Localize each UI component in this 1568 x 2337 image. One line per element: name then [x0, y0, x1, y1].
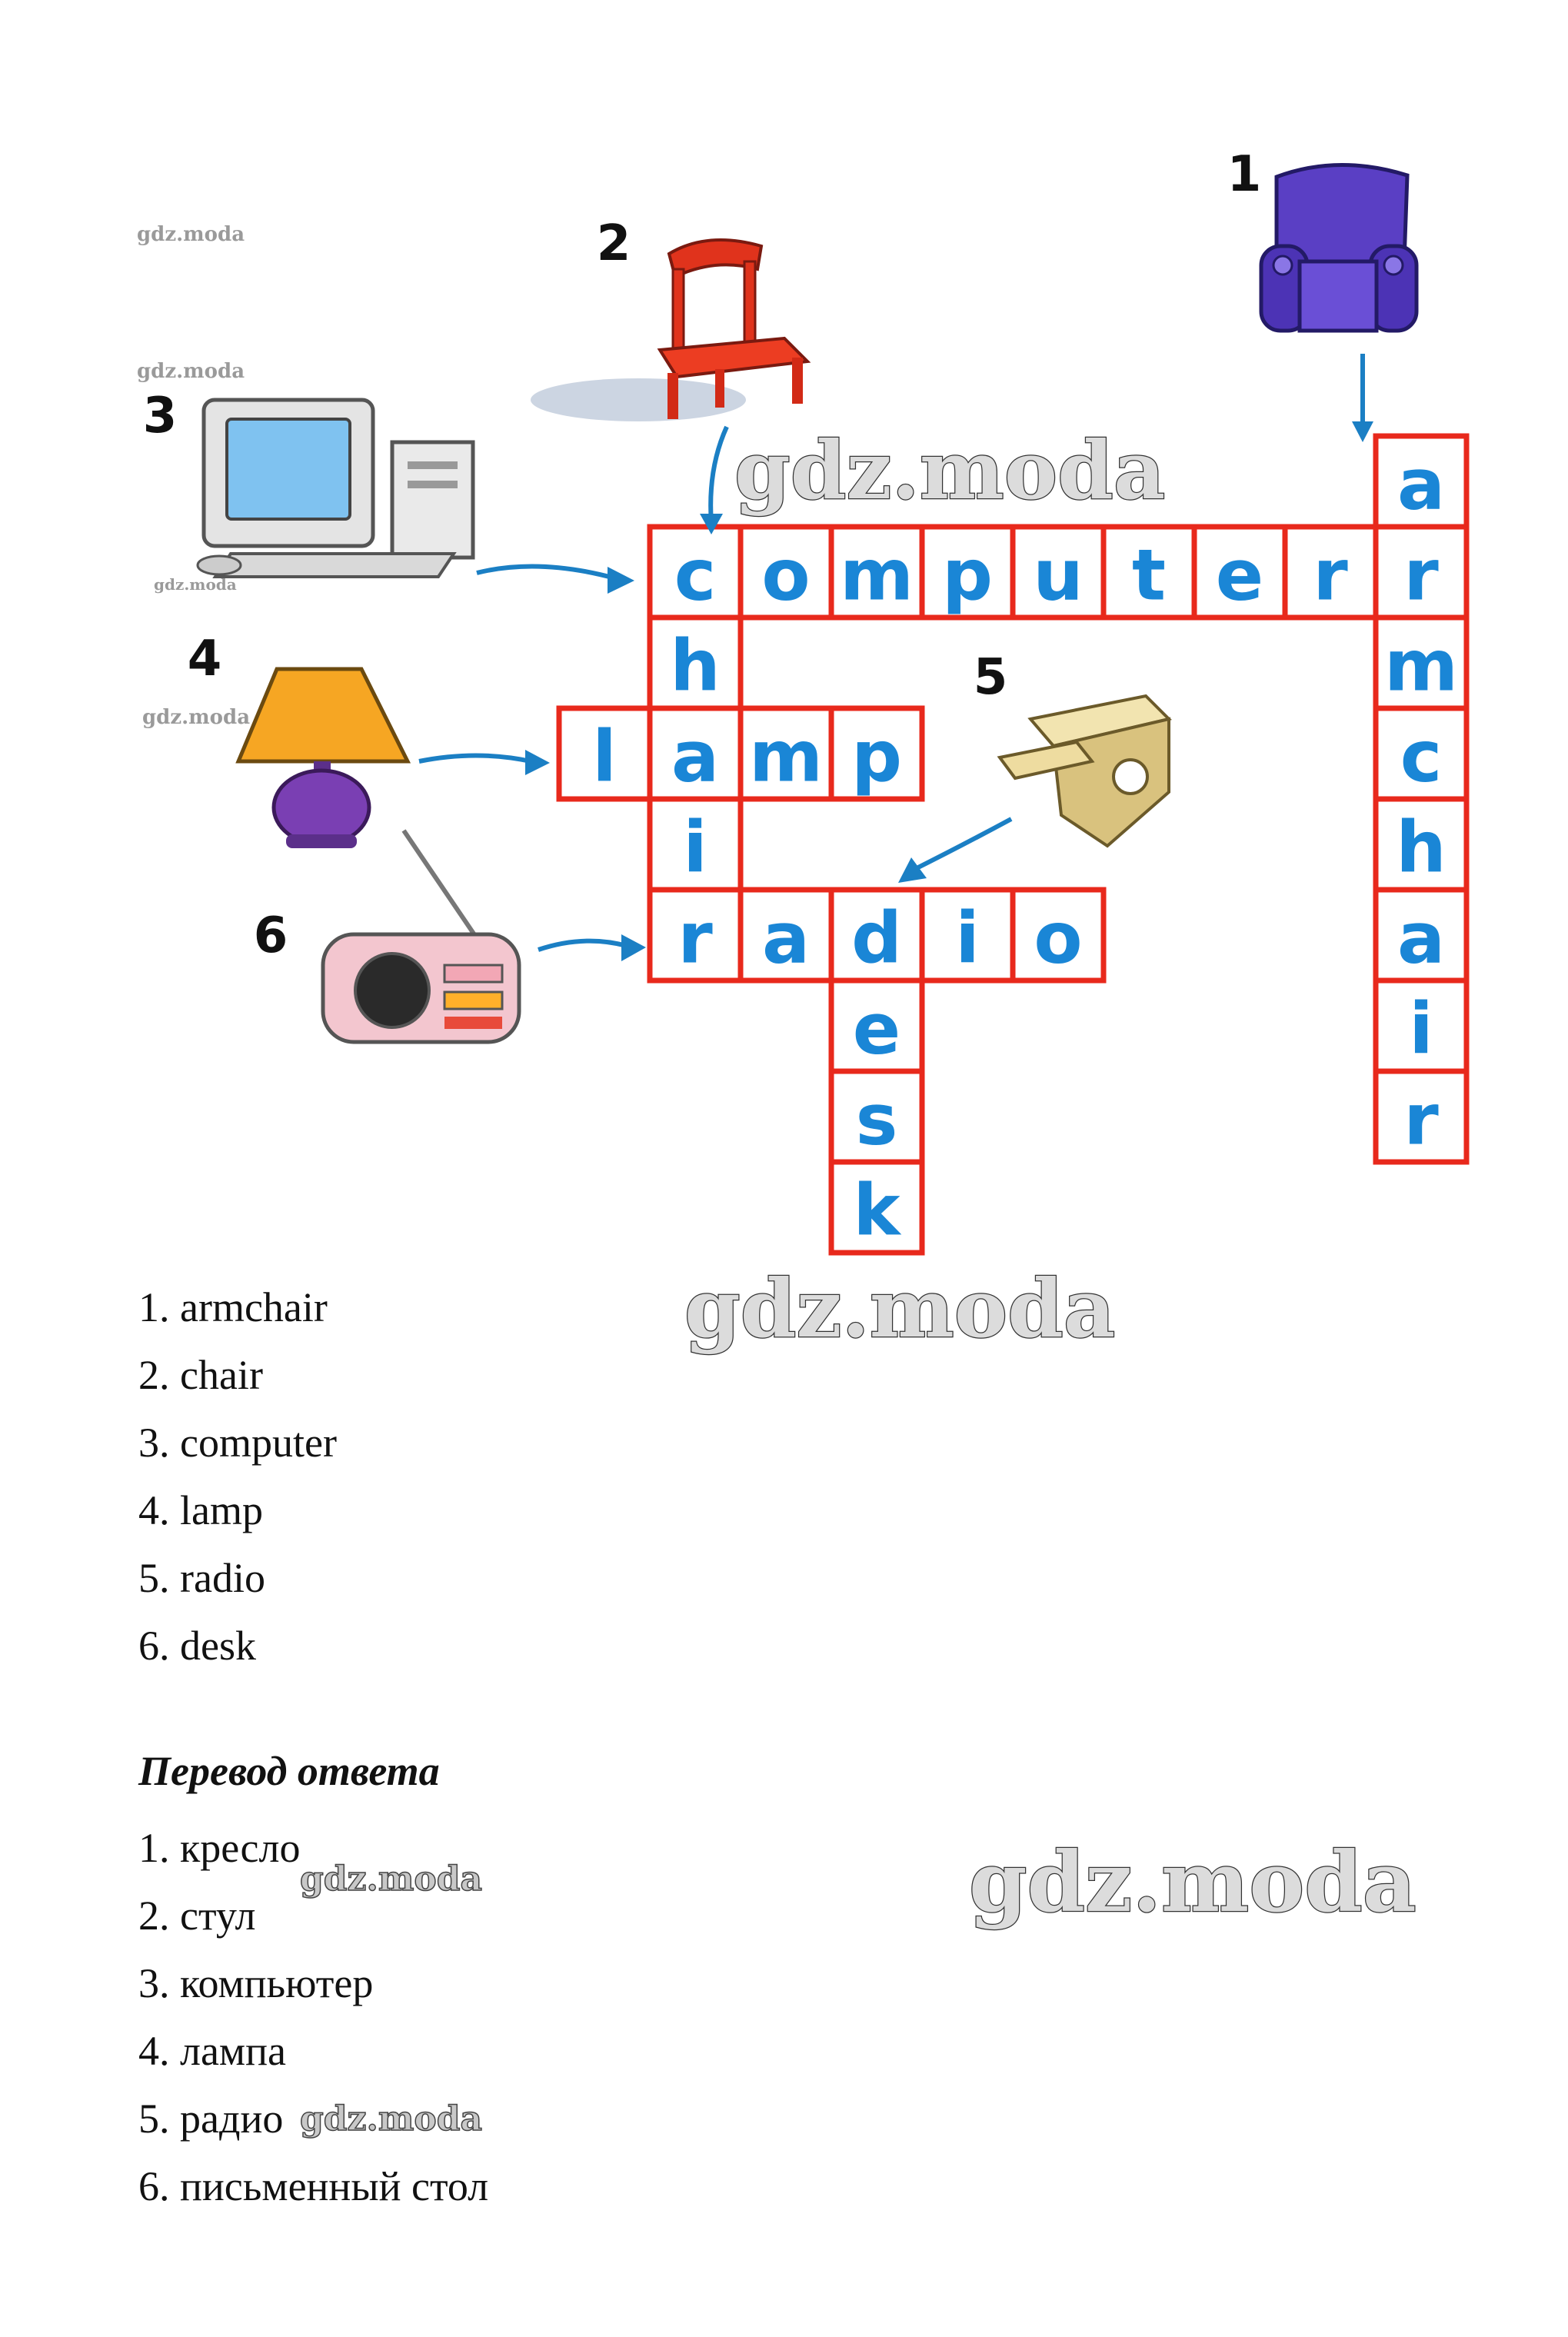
computer-picture: [196, 398, 475, 578]
watermark-small: gdz.moda: [137, 360, 245, 383]
crossword-cell: [828, 1159, 925, 1256]
crossword-letter: r: [1403, 1079, 1439, 1161]
crossword-letter: m: [1384, 625, 1458, 707]
svg-text:gdz.moda: gdz.moda: [684, 1261, 1115, 1356]
crossword-cell: [737, 524, 834, 621]
crossword-cell: [919, 524, 1016, 621]
clue-arrows: [418, 354, 1373, 961]
watermark-small: gdz.moda: [154, 575, 237, 594]
crossword-letter: h: [670, 625, 721, 707]
crossword-cell: [647, 887, 744, 984]
crossword-letter: i: [683, 807, 707, 889]
translation-item: 5. радио: [138, 2096, 284, 2142]
crossword-letter: m: [749, 716, 823, 798]
svg-text:gdz.moda: gdz.moda: [969, 1834, 1417, 1931]
crossword-letter: a: [1397, 897, 1445, 980]
crossword-letter: t: [1132, 534, 1166, 617]
watermark-small: gdz.moda: [142, 706, 251, 729]
crossword-letter: r: [677, 897, 713, 980]
clue-number-3: 3: [143, 388, 178, 444]
translation-item: 2. стул: [138, 1893, 256, 1939]
watermark-medium: gdz.moda: [299, 1859, 483, 1899]
clue-number-1: 1: [1227, 146, 1262, 203]
crossword-letter: s: [856, 1079, 898, 1161]
answer-item: 1. armchair: [138, 1284, 328, 1330]
answer-item: 3. computer: [138, 1420, 337, 1466]
crossword-letter: i: [955, 897, 980, 980]
crossword-letter: c: [1400, 716, 1443, 798]
crossword-letter: d: [851, 897, 902, 980]
crossword-letter: e: [853, 988, 901, 1070]
watermark-large: gdz.moda: [734, 423, 1165, 518]
crossword-letter: o: [761, 534, 810, 617]
crossword-cell: [556, 705, 653, 802]
crossword-letter: m: [840, 534, 914, 617]
watermark-medium: gdz.moda: [299, 2099, 483, 2139]
crossword-letter: l: [592, 716, 617, 798]
crossword-letter: p: [942, 534, 993, 617]
crossword-letter: p: [851, 716, 902, 798]
crossword-letter: u: [1033, 534, 1084, 617]
crossword-letter: a: [762, 897, 810, 980]
crossword-letter: r: [1403, 534, 1439, 617]
answer-item: 4. lamp: [138, 1487, 263, 1533]
radio-picture: [321, 829, 521, 1044]
crossword-letter: r: [1313, 534, 1348, 617]
crossword-cell: [647, 796, 744, 893]
crossword-cell: [828, 705, 925, 802]
translation-list: 1. кресло 2. стул 3. компьютер 4. лампа …: [138, 1814, 488, 2220]
clue-number-4: 4: [188, 631, 222, 687]
clue-number-2: 2: [597, 215, 631, 272]
translation-item: 6. письменный стол: [138, 2163, 489, 2209]
crossword-cell: [1373, 705, 1470, 802]
translation-heading: Перевод ответа: [138, 1748, 440, 1794]
crossword-letter: o: [1034, 897, 1082, 980]
crossword-cell: [1373, 1068, 1470, 1165]
crossword-letter: i: [1409, 988, 1433, 1070]
crossword-cell: [1010, 887, 1107, 984]
clue-number-5: 5: [974, 649, 1008, 706]
crossword-letter: a: [671, 716, 719, 798]
answer-list: 1. armchair 2. chair 3. computer 4. lamp…: [138, 1273, 337, 1680]
watermark-small: gdz.moda: [137, 223, 245, 246]
desk-picture: [997, 694, 1172, 848]
crossword-cell: [1373, 887, 1470, 984]
answer-item: 6. desk: [138, 1623, 256, 1669]
crossword-letter: k: [853, 1170, 901, 1252]
crossword-cell: [828, 1068, 925, 1165]
crossword-letter: c: [674, 534, 717, 617]
crossword-letter: a: [1397, 444, 1445, 526]
watermark-large-3: gdz.moda: [968, 1833, 1417, 1933]
clue-number-6: 6: [254, 907, 288, 964]
answer-item: 2. chair: [138, 1352, 263, 1398]
crossword-cell: [1282, 524, 1379, 621]
translation-item: 3. компьютер: [138, 1960, 374, 2006]
crossword-cell: [647, 614, 744, 711]
armchair-picture: [1259, 163, 1419, 333]
lamp-picture: [235, 667, 411, 848]
watermark-large-2: gdz.moda: [684, 1260, 1117, 1357]
crossword-letter: e: [1216, 534, 1263, 617]
translation-item: 4. лампа: [138, 2028, 286, 2074]
answer-item: 5. radio: [138, 1555, 265, 1601]
translation-item: 1. кресло: [138, 1825, 301, 1871]
crossword-letter: h: [1396, 807, 1446, 889]
chair-picture: [531, 238, 811, 421]
